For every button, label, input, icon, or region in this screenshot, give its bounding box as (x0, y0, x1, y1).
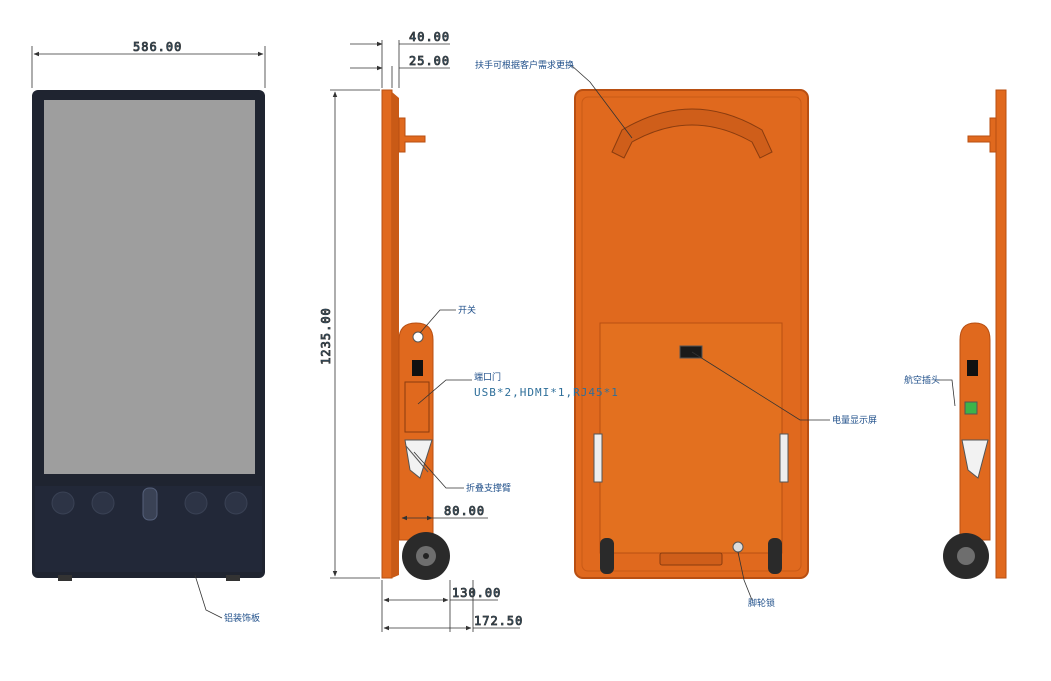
speaker-grille-icon (51, 491, 248, 515)
dim-base-172: 172.50 (474, 614, 523, 628)
side-edge (392, 92, 399, 578)
fold-arm (404, 439, 433, 479)
label-caster-lock: 脚轮锁 (748, 597, 775, 609)
ports-spec: USB*2,HDMI*1,RJ45*1 (474, 386, 619, 399)
dimension-lines: 586.00 40.00 25.00 1235.00 80.00 130.00 … (31, 30, 523, 632)
right-fold-arm (961, 439, 989, 479)
dim-width-586: 586.00 (133, 40, 182, 54)
display-screen (44, 100, 255, 474)
back-panel-inner (581, 96, 802, 572)
back-bottom-recess (659, 552, 723, 566)
label-port-door: 端口门 (474, 371, 501, 383)
latch-icon (593, 433, 789, 483)
wheel-icon (402, 532, 450, 580)
battery-screen-side (412, 360, 423, 376)
front-foot (58, 575, 72, 581)
callout-leaders (194, 64, 956, 619)
dim-base-80: 80.00 (444, 504, 485, 518)
aviation-plug (964, 401, 978, 415)
side-panel (381, 89, 393, 579)
label-trim-panel: 铝装饰板 (224, 612, 260, 624)
side-handle (398, 117, 426, 153)
back-view (574, 89, 809, 579)
label-fold-arm: 折叠支撑臂 (466, 482, 511, 494)
camera-module (142, 487, 158, 521)
right-side-view (943, 89, 1007, 579)
right-side-panel (995, 89, 1007, 579)
label-handle: 扶手可根据客户需求更换 (475, 59, 574, 71)
right-side-handle (967, 117, 997, 153)
back-wheel-left (600, 538, 614, 574)
label-battery-display: 电量显示屏 (832, 414, 877, 426)
back-handle (611, 108, 773, 159)
power-switch (412, 331, 424, 343)
callout-labels: 扶手可根据客户需求更换 开关 端口门 折叠支撑臂 电量显示屏 航空插头 脚轮锁 … (224, 59, 940, 624)
wheel-icon (943, 533, 989, 579)
port-door (404, 381, 430, 433)
dim-depth-25: 25.00 (409, 54, 450, 68)
back-wheel-right (768, 538, 782, 574)
label-switch: 开关 (458, 304, 476, 316)
right-battery-screen (967, 360, 978, 376)
right-base-column (959, 322, 991, 541)
side-view (381, 89, 450, 580)
dim-height-1235: 1235.00 (319, 307, 333, 365)
label-ports-spec: USB*2,HDMI*1,RJ45*1 (474, 386, 619, 399)
caster-lock (732, 541, 744, 553)
front-view (32, 90, 265, 581)
dim-depth-40: 40.00 (409, 30, 450, 44)
front-foot (226, 575, 240, 581)
label-aviation-plug: 航空插头 (904, 374, 940, 386)
dim-base-130: 130.00 (452, 586, 501, 600)
